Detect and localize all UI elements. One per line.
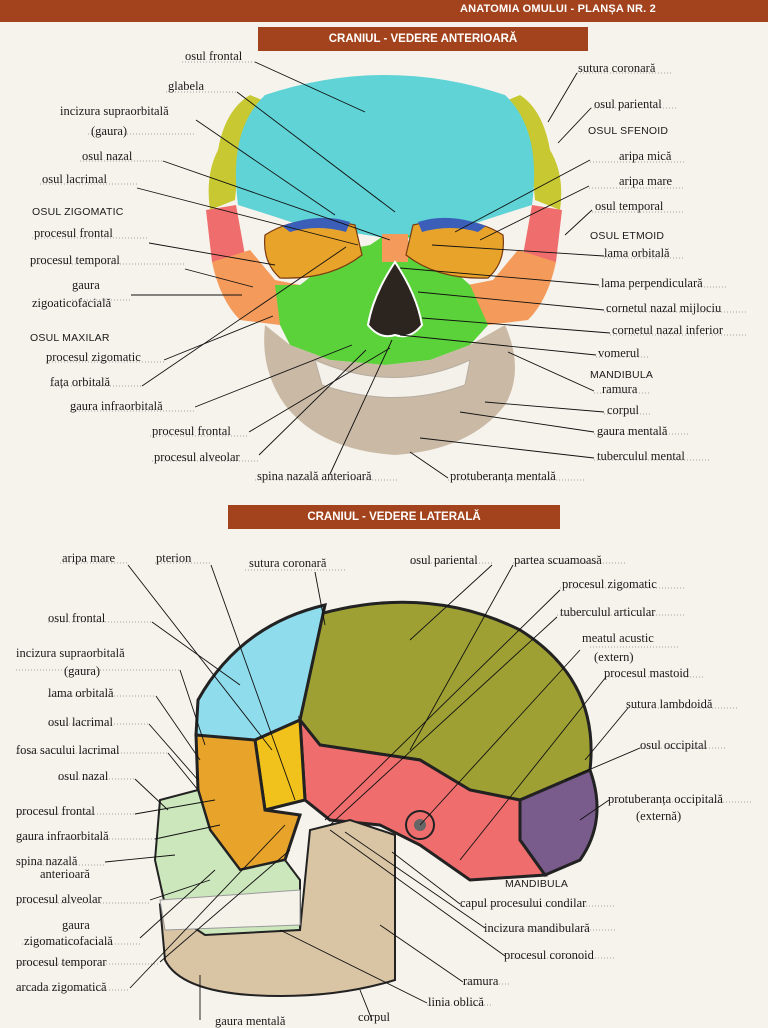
lateral-view-title: CRANIUL - VEDERE LATERALĂ	[228, 505, 560, 529]
label-lat-nasal-spine-1: spina nazală	[16, 854, 78, 868]
label-vomer: vomerul	[598, 346, 640, 360]
label-mandible: MANDIBULA	[590, 369, 654, 381]
label-ramus: ramura	[602, 382, 638, 396]
label-mental-foramen: gaura mentală	[597, 424, 668, 438]
label-lat-mental-foramen: gaura mentală	[215, 1014, 286, 1028]
label-lat-pterion: pterion	[156, 551, 192, 565]
label-foramen: (gaura)	[91, 124, 128, 138]
label-lat-frontal-process: procesul frontal	[16, 804, 95, 818]
label-lat-lacrimal: osul lacrimal	[48, 715, 113, 729]
label-lat-occipital-protuberance: protuberanța occipitală	[608, 792, 723, 806]
label-lat-acoustic-meatus: meatul acustic	[582, 631, 654, 645]
label-lat-nasal-spine-2: anterioară	[40, 867, 90, 881]
label-lat-mastoid: procesul mastoid	[604, 666, 690, 680]
label-lat-zygomaticofacial-1: gaura	[62, 918, 90, 932]
label-lat-nasal: osul nazal	[58, 769, 109, 783]
label-maxilla-frontal-process: procesul frontal	[152, 424, 231, 438]
plate-title: ANATOMIA OMULUI - PLANȘA NR. 2	[459, 3, 656, 15]
label-lacrimal-bone: osul lacrimal	[42, 172, 107, 186]
zygomatic-right	[468, 250, 556, 325]
label-infraorbital-foramen: gaura infraorbitală	[70, 399, 163, 413]
label-lat-greater-wing: aripa mare	[62, 551, 116, 565]
label-frontal-bone: osul frontal	[185, 49, 243, 63]
label-lat-infraorbital: gaura infraorbitală	[16, 829, 109, 843]
orbit-roof-left	[282, 217, 350, 232]
label-lat-frontal: osul frontal	[48, 611, 106, 625]
label-lat-articular-tubercle: tuberculul articular	[560, 605, 656, 619]
label-greater-wing: aripa mare	[619, 174, 673, 188]
label-temporal-process: procesul temporal	[30, 253, 120, 267]
label-lat-condylar-head: capul procesului condilar	[460, 896, 587, 910]
label-lat-parietal: osul pariental	[410, 553, 478, 567]
label-lat-lambdoid: sutura lambdoidă	[626, 697, 713, 711]
label-sphenoid-bone: OSUL SFENOID	[588, 125, 669, 137]
label-lat-occipital: osul occipital	[640, 738, 707, 752]
label-lat-orbital-plate: lama orbitală	[48, 686, 114, 700]
nasal-cavity	[366, 260, 424, 338]
label-lat-foramen: (gaura)	[64, 664, 101, 678]
label-glabella: glabela	[168, 79, 205, 93]
label-middle-nasal-concha: cornetul nazal mijlociu	[606, 301, 722, 315]
lateral-skull	[153, 600, 599, 997]
orbit-roof-right	[418, 217, 486, 232]
label-lesser-wing: aripa mică	[619, 149, 672, 163]
label-maxilla: OSUL MAXILAR	[30, 332, 110, 344]
label-lat-temporal-process: procesul temporar	[16, 955, 107, 969]
label-lat-squamous-part: partea scuamoasă	[514, 553, 602, 567]
label-lat-oblique-line: linia oblică	[428, 995, 484, 1009]
label-nasal-bone: osul nazal	[82, 149, 133, 163]
label-foramen-zygomaticofacial-2: zigoaticofacială	[32, 296, 112, 310]
label-supraorbital-notch: incizura supraorbitală	[60, 104, 169, 118]
frontal-bone	[235, 75, 535, 240]
label-mental-tubercle: tuberculul mental	[597, 449, 685, 463]
label-lat-alveolar: procesul alveolar	[16, 892, 102, 906]
label-lat-coronal-suture: sutura coronară	[249, 556, 327, 570]
label-body: corpul	[607, 403, 639, 417]
label-lat-mandibular-notch: incizura mandibulară	[484, 921, 590, 935]
label-zygomatic-process: procesul zigomatic	[46, 350, 141, 364]
temporal-right	[523, 205, 562, 262]
label-mental-protuberance: protuberanța mentală	[450, 469, 556, 483]
label-coronal-suture: sutura coronară	[578, 61, 656, 75]
label-temporal-bone: osul temporal	[595, 199, 664, 213]
plate-header: ANATOMIA OMULUI - PLANȘA NR. 2	[0, 0, 768, 22]
label-lat-zygomaticofacial-2: zigomaticofacială	[24, 934, 113, 948]
label-parietal-bone: osul pariental	[594, 97, 662, 111]
label-lat-zygomatic-arch: arcada zigomatică	[16, 980, 107, 994]
anterior-view-title: CRANIUL - VEDERE ANTERIOARĂ	[258, 27, 588, 51]
label-orbital-plate: lama orbitală	[604, 246, 670, 260]
label-alveolar-process: procesul alveolar	[154, 450, 240, 464]
label-zygomatic-bone: OSUL ZIGOMATIC	[32, 206, 124, 218]
lateral-temporal	[298, 715, 548, 882]
label-lat-mandible: MANDIBULA	[505, 878, 569, 890]
label-ethmoid-bone: OSUL ETMOID	[590, 230, 665, 242]
label-perpendicular-plate: lama perpendiculară	[601, 276, 703, 290]
teeth	[314, 359, 471, 398]
label-orbital-surface: fața orbitală	[50, 375, 111, 389]
label-lat-body: corpul	[358, 1010, 390, 1024]
label-lat-external-2: (externă)	[636, 809, 682, 823]
leader-lines	[16, 61, 752, 1021]
lateral-mandible	[158, 818, 396, 997]
anterior-skull	[206, 75, 562, 455]
label-lat-coronoid: procesul coronoid	[504, 948, 594, 962]
label-lat-lacrimal-fossa: fosa sacului lacrimal	[16, 743, 120, 757]
label-lat-zygomatic-process: procesul zigomatic	[562, 577, 657, 591]
label-lat-ramus: ramura	[463, 974, 499, 988]
lateral-occipital	[518, 767, 599, 877]
temporal-left	[206, 205, 245, 262]
label-foramen-zygomaticofacial-1: gaura	[72, 278, 100, 292]
label-lat-external: (extern)	[594, 650, 634, 664]
label-frontal-process: procesul frontal	[34, 226, 113, 240]
label-inferior-nasal-concha: cornetul nazal inferior	[612, 323, 724, 337]
label-anterior-nasal-spine: spina nazală anterioară	[257, 469, 372, 483]
label-lat-supraorbital-notch: incizura supraorbitală	[16, 646, 125, 660]
